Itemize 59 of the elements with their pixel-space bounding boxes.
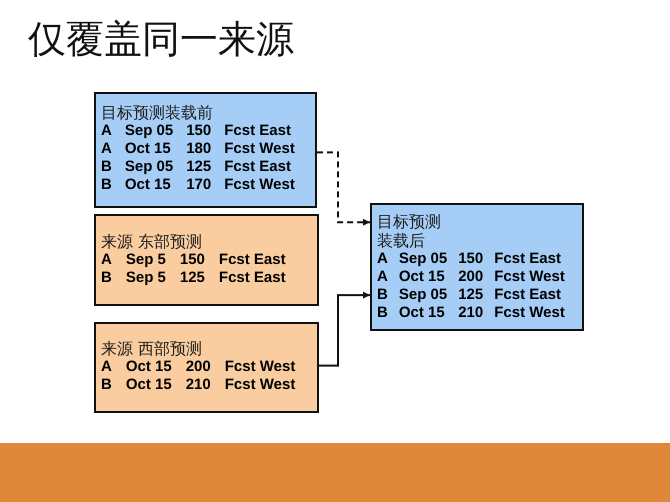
quantity-value: 125 [180, 269, 205, 287]
item-code: A [101, 122, 112, 140]
forecast-name: Fcst East [218, 251, 286, 269]
quantity-value: 125 [458, 286, 484, 304]
forecast-name: Fcst West [224, 358, 296, 376]
box-heading: 来源 东部预测 [101, 232, 204, 251]
item-code: A [101, 251, 112, 269]
date-text: Oct 15 [126, 358, 172, 376]
item-code: B [377, 304, 388, 322]
forecast-name: Fcst West [224, 140, 295, 158]
date-text: Sep 05 [124, 122, 174, 140]
forecast-name: Fcst East [494, 250, 562, 268]
date-text: Oct 15 [124, 140, 172, 158]
item-code: B [101, 269, 112, 287]
quantity-value: 200 [458, 268, 484, 286]
quantity-value: 180 [186, 140, 212, 158]
forecast-name: Fcst West [494, 304, 565, 322]
forecast-name: Fcst East [494, 286, 562, 304]
slide-title: 仅覆盖同一来源 [28, 16, 294, 63]
record-box [94, 322, 319, 413]
record-box [94, 214, 319, 306]
date-text: Sep 5 [126, 269, 166, 287]
date-text: Sep 05 [124, 158, 174, 176]
forecast-name: Fcst West [224, 376, 296, 394]
box-heading: 来源 西部预测 [101, 339, 204, 358]
quantity-value: 150 [180, 251, 205, 269]
record-box [94, 92, 317, 208]
quantity-value: 210 [186, 376, 211, 394]
item-code: A [377, 250, 388, 268]
item-code: B [101, 176, 112, 194]
box-heading: 目标预测装载后 [377, 212, 442, 250]
connector-arrow [319, 292, 370, 367]
item-code: B [377, 286, 388, 304]
date-text: Sep 5 [126, 251, 166, 269]
quantity-value: 200 [186, 358, 211, 376]
date-text: Oct 15 [398, 304, 446, 322]
date-text: Sep 05 [398, 286, 448, 304]
forecast-name: Fcst East [224, 122, 292, 140]
date-text: Oct 15 [124, 176, 172, 194]
quantity-value: 170 [186, 176, 212, 194]
item-code: B [101, 376, 112, 394]
item-code: B [101, 158, 112, 176]
forecast-name: Fcst West [494, 268, 565, 286]
date-text: Oct 15 [126, 376, 172, 394]
date-text: Sep 05 [398, 250, 448, 268]
forecast-name: Fcst East [218, 269, 286, 287]
connector-arrow [317, 151, 370, 226]
quantity-value: 150 [186, 122, 212, 140]
quantity-value: 150 [458, 250, 484, 268]
item-code: A [101, 140, 112, 158]
quantity-value: 210 [458, 304, 484, 322]
forecast-name: Fcst West [224, 176, 295, 194]
quantity-value: 125 [186, 158, 212, 176]
item-code: A [101, 358, 112, 376]
box-heading: 目标预测装载前 [101, 103, 214, 122]
record-box [370, 203, 584, 331]
forecast-name: Fcst East [224, 158, 292, 176]
date-text: Oct 15 [398, 268, 446, 286]
item-code: A [377, 268, 388, 286]
